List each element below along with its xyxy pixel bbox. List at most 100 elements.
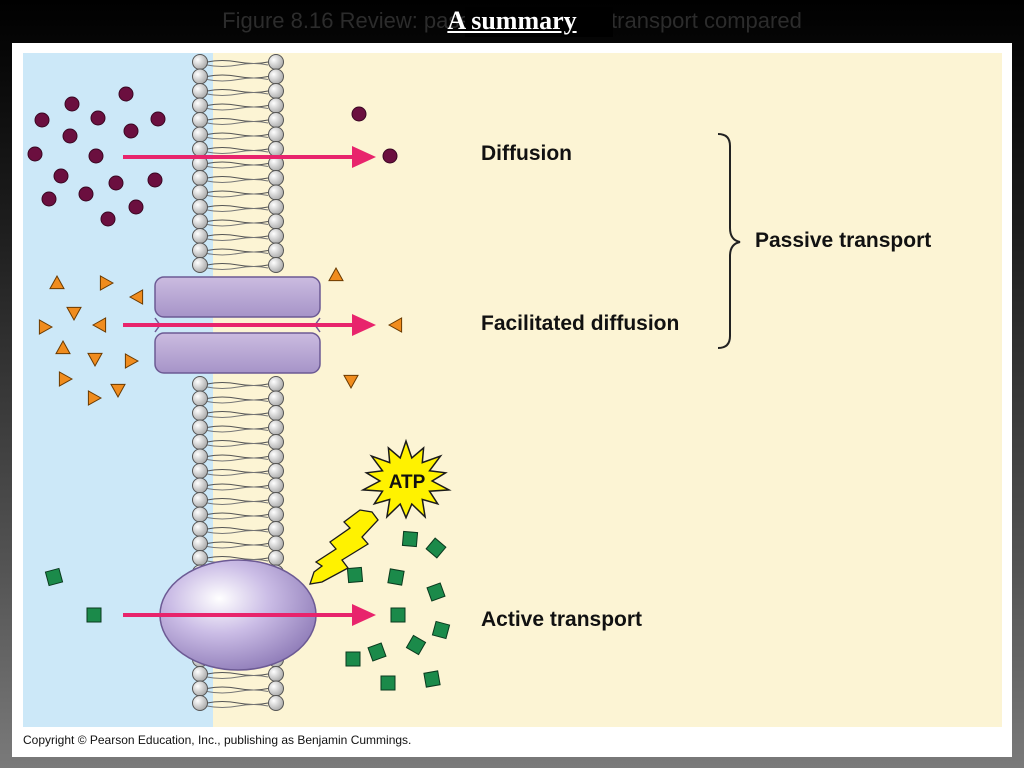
lipid-head (192, 521, 208, 537)
lipid-tail (206, 222, 269, 227)
lipid-head (268, 83, 284, 99)
solute-triangle (91, 317, 107, 333)
lipid-tail (206, 248, 269, 253)
passive-transport-brace (717, 133, 741, 349)
lipid-tail (206, 686, 269, 691)
lipid-head (268, 112, 284, 128)
lipid-tail (206, 381, 269, 387)
lipid-head (268, 419, 284, 436)
lipid-head (192, 492, 208, 508)
diffusion-label: Diffusion (481, 142, 572, 165)
lipid-head (192, 419, 208, 436)
lipid-head (192, 228, 208, 244)
lipid-head (192, 68, 208, 85)
lipid-tail (206, 219, 269, 224)
lipid-head (192, 112, 208, 128)
solute-triangle (387, 317, 403, 333)
lipid-head (192, 405, 208, 421)
lipid-head (192, 666, 208, 682)
lipid-head (268, 434, 284, 450)
energy-bolt-icon (309, 509, 379, 585)
lipid-head (268, 448, 284, 465)
lipid-tail (206, 472, 269, 476)
lipid-tail (206, 179, 269, 183)
lipid-tail (206, 233, 269, 239)
molecule-dot (88, 148, 104, 164)
lipid-tail (206, 164, 269, 169)
lipid-tail (206, 175, 269, 181)
lipid-head (268, 405, 284, 421)
molecule-dot (128, 199, 144, 215)
lipid-tail (206, 74, 269, 79)
active-transport-arrow (123, 604, 376, 626)
lipid-head (192, 695, 208, 711)
lipid-head (192, 257, 208, 273)
solute-square (380, 675, 396, 691)
lipid-head (268, 680, 284, 697)
lipid-tail (206, 454, 269, 459)
lipid-tail (206, 428, 269, 433)
transport-diagram: ATP (23, 53, 1002, 727)
solute-triangle (99, 275, 115, 291)
lipid-tail (206, 671, 269, 677)
lipid-head (268, 477, 284, 494)
lipid-tail (206, 399, 269, 404)
lipid-tail (206, 251, 269, 256)
atp-burst-icon (360, 438, 452, 520)
lipid-head (192, 506, 208, 523)
solute-triangle (38, 319, 54, 335)
lipid-tail (206, 486, 269, 491)
lipid-head (192, 376, 208, 392)
lipid-head (192, 141, 208, 157)
lipid-head (192, 390, 208, 407)
molecule-dot (108, 175, 124, 191)
lipid-tail (206, 121, 269, 125)
channel-protein (154, 276, 321, 374)
lipid-tail (206, 439, 269, 445)
lipid-tail (206, 689, 269, 694)
lipid-head (268, 376, 284, 392)
solute-triangle (128, 289, 144, 305)
lipid-tail (206, 555, 269, 561)
solute-triangle (343, 374, 359, 390)
solute-square (425, 537, 447, 559)
lipid-head (192, 242, 208, 259)
lipid-tail (206, 483, 269, 488)
lipid-head (192, 477, 208, 494)
solute-square (431, 620, 451, 640)
lipid-tail (206, 675, 269, 679)
lipid-head (268, 257, 284, 273)
facilitated-diffusion-label: Facilitated diffusion (481, 312, 680, 335)
lipid-tail (206, 190, 269, 195)
solute-triangle (124, 353, 140, 369)
lipid-tail (206, 266, 269, 270)
lipid-tail (206, 161, 269, 166)
lipid-tail (206, 410, 269, 416)
lipid-head (268, 550, 284, 566)
lipid-tail (206, 77, 269, 82)
lipid-tail (206, 515, 269, 520)
lipid-tail (206, 132, 269, 137)
lipid-tail (206, 501, 269, 505)
lipid-head (268, 535, 284, 552)
figure-frame: ATP Diffusion Facilitated diffusion Pass… (12, 43, 1012, 757)
solute-triangle (58, 371, 74, 387)
lipid-head (192, 535, 208, 552)
lipid-tail (206, 526, 269, 532)
lipid-head (268, 666, 284, 682)
active-transport-solutes (44, 530, 451, 691)
molecule-dot (100, 211, 116, 227)
solute-triangle (328, 266, 344, 282)
lipid-head (268, 228, 284, 244)
lipid-head (268, 390, 284, 407)
lipid-head (192, 213, 208, 230)
lipid-head (268, 54, 284, 70)
molecule-dot (123, 123, 139, 139)
lipid-tail (206, 237, 269, 241)
lipid-head (192, 550, 208, 566)
lipid-head (268, 213, 284, 230)
lipid-tail (206, 414, 269, 418)
lipid-head (268, 184, 284, 201)
solute-square (86, 607, 102, 623)
molecule-dot (147, 172, 163, 188)
